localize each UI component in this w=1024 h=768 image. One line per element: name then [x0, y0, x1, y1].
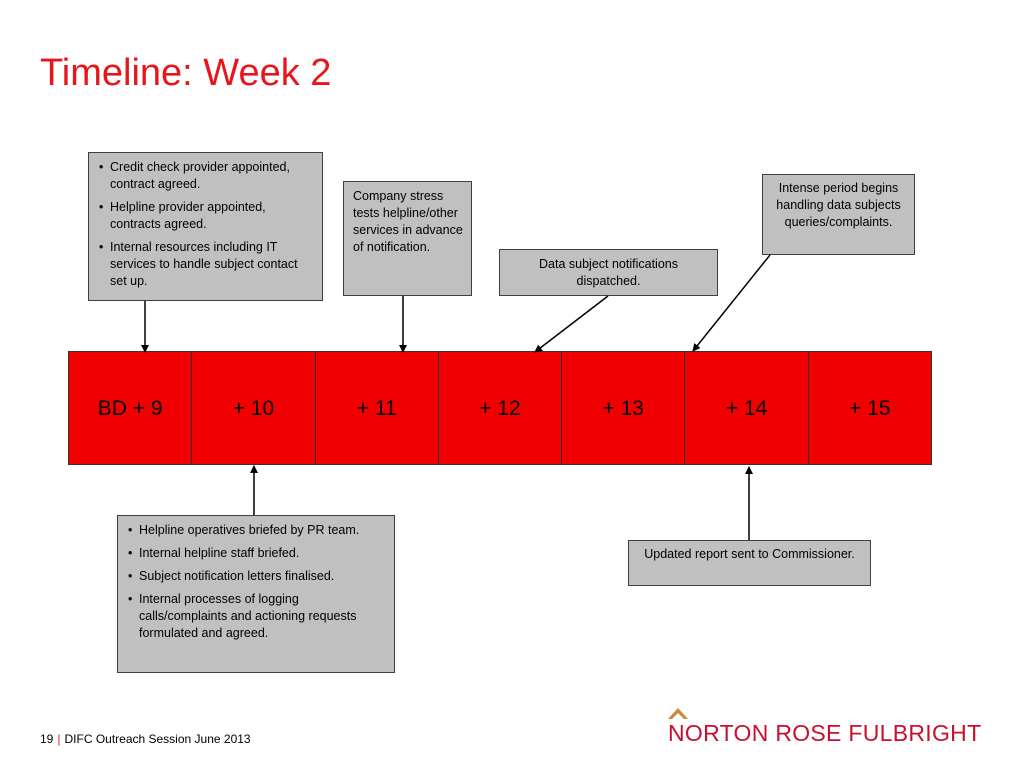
arrow-box4-to-14	[692, 254, 771, 352]
footer-separator: |	[57, 732, 61, 746]
note-text: Updated report sent to Commissioner.	[644, 547, 855, 561]
note-item: Credit check provider appointed, contrac…	[99, 159, 314, 193]
timeline-cell-11: + 11	[316, 352, 439, 464]
timeline-cell-bd9: BD + 9	[69, 352, 193, 464]
footer-text: DIFC Outreach Session June 2013	[64, 732, 251, 746]
timeline-bar: BD + 9 + 10 + 11 + 12 + 13 + 14 + 15	[68, 351, 932, 465]
timeline-cell-14: + 14	[685, 352, 809, 464]
note-item: Internal resources including IT services…	[99, 239, 314, 290]
note-box-updated-report: Updated report sent to Commissioner.	[628, 540, 871, 586]
note-text: Intense period begins handling data subj…	[776, 181, 901, 229]
note-box-intense-period: Intense period begins handling data subj…	[762, 174, 915, 255]
note-item: Helpline operatives briefed by PR team.	[128, 522, 386, 539]
note-text: Data subject notifications dispatched.	[539, 257, 678, 288]
arrow-box3-to-12	[534, 295, 609, 353]
slide-footer: 19|DIFC Outreach Session June 2013	[40, 732, 251, 746]
page-number: 19	[40, 732, 54, 746]
logo-text: NORTON ROSE FULBRIGHT	[668, 720, 982, 746]
timeline-cell-12: + 12	[439, 352, 563, 464]
note-box-credit-helpline: Credit check provider appointed, contrac…	[88, 152, 323, 301]
timeline-cell-10: + 10	[192, 352, 316, 464]
timeline-cell-13: + 13	[562, 352, 686, 464]
note-item: Internal processes of logging calls/comp…	[128, 591, 386, 642]
company-logo: NORTON ROSE FULBRIGHT	[668, 706, 988, 750]
logo-chevron-icon	[668, 708, 688, 719]
note-box-stress-tests: Company stress tests helpline/other serv…	[343, 181, 472, 296]
slide-title: Timeline: Week 2	[40, 52, 332, 94]
note-item: Internal helpline staff briefed.	[128, 545, 386, 562]
note-box-notifications-dispatched: Data subject notifications dispatched.	[499, 249, 718, 296]
note-text: Company stress tests helpline/other serv…	[353, 189, 463, 254]
note-item: Subject notification letters finalised.	[128, 568, 386, 585]
note-item: Helpline provider appointed, contracts a…	[99, 199, 314, 233]
note-box-helpline-briefing: Helpline operatives briefed by PR team. …	[117, 515, 395, 673]
timeline-cell-15: + 15	[849, 397, 891, 420]
